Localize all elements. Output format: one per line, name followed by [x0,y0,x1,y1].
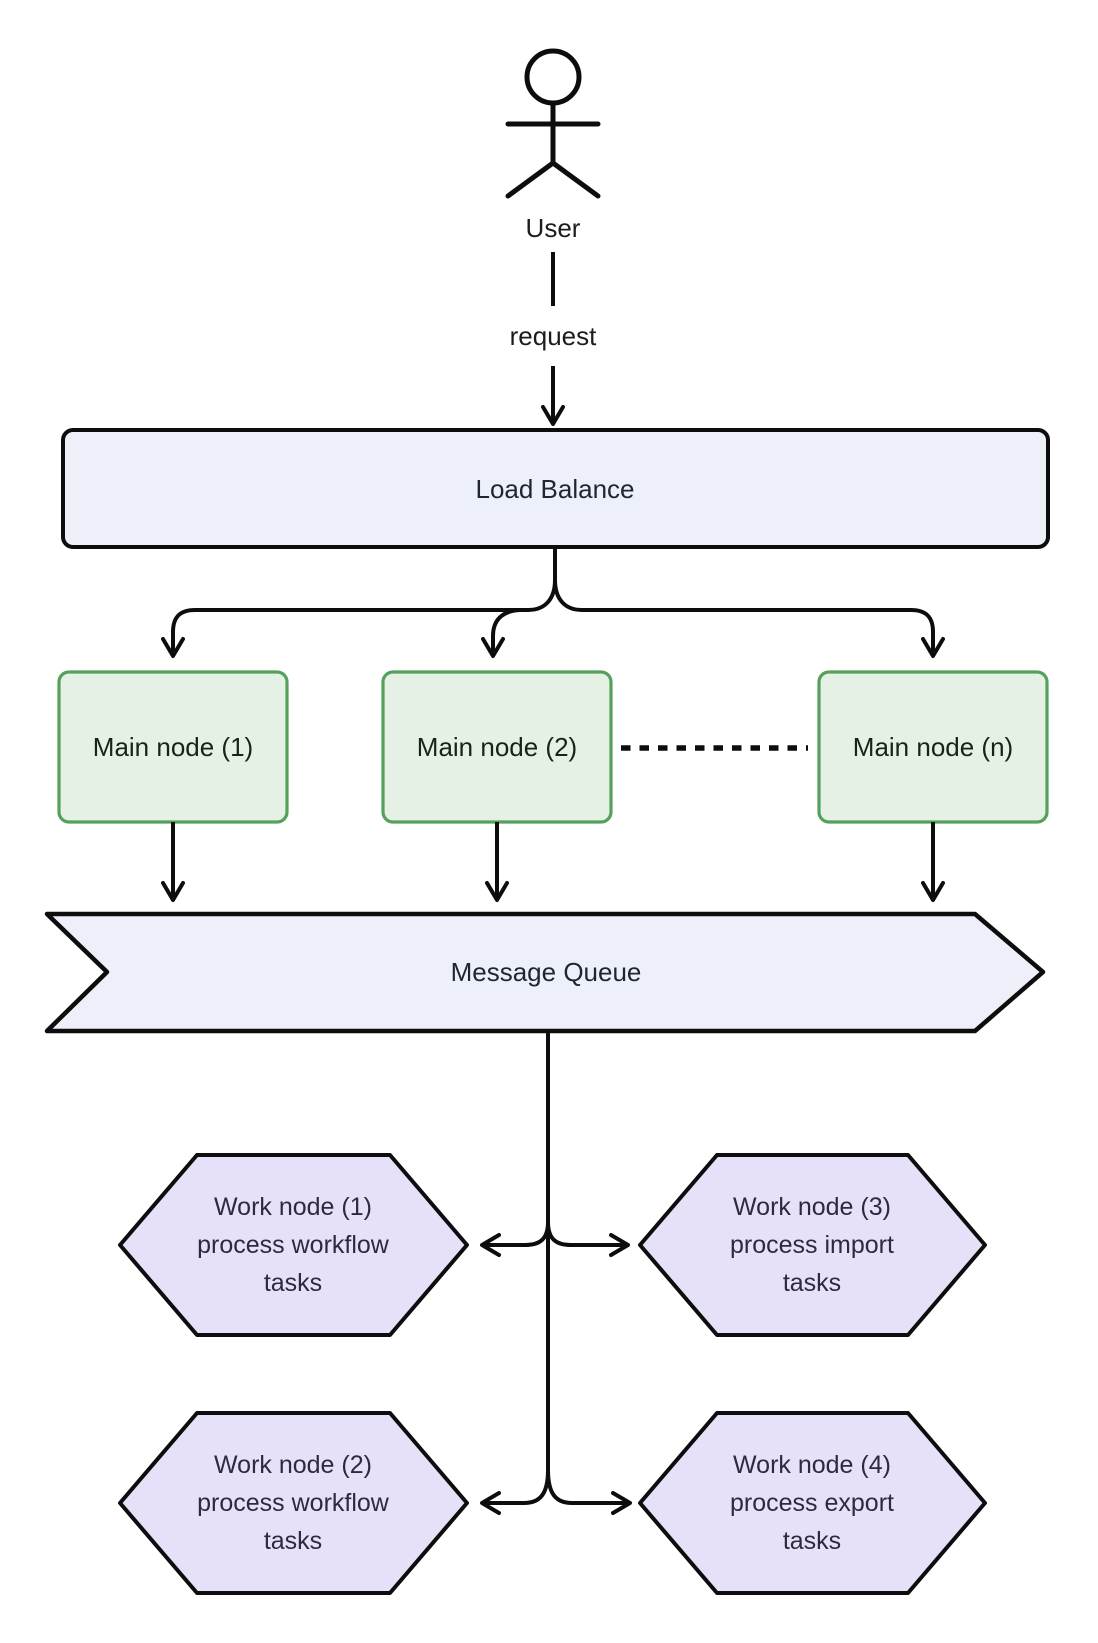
load-balance-label: Load Balance [475,474,634,504]
edge-loadbalance-to-main-nodes [161,547,945,658]
main-node-n-label: Main node (n) [853,732,1013,762]
main-node-1: Main node (1) [57,670,289,824]
work-node-2-label-line2: process workflow [197,1489,390,1517]
message-queue-shape [44,911,1046,1034]
main-node-n: Main node (n) [817,670,1049,824]
work-node-1: Work node (1) process workflow tasks [118,1153,469,1337]
work-node-4-label-line3: tasks [783,1527,841,1555]
work-node-3-label-line2: process import [730,1231,894,1259]
edge-request-label: request [510,321,597,351]
message-queue-node: Message Queue [44,911,1046,1034]
main-node-2-label: Main node (2) [417,732,577,762]
work-node-1-label-line1: Work node (1) [214,1193,372,1221]
user-actor-label: User [526,213,581,243]
work-node-4-label-line1: Work node (4) [733,1451,891,1479]
work-node-3: Work node (3) process import tasks [638,1153,987,1337]
user-actor-icon [505,48,601,199]
message-queue-label: Message Queue [451,957,642,987]
work-node-4-label-line2: process export [730,1489,894,1517]
work-node-1-label-line2: process workflow [197,1231,390,1259]
work-node-3-hexagon [638,1153,987,1337]
work-node-3-label-line3: tasks [783,1269,841,1297]
work-node-4: Work node (4) process export tasks [638,1411,987,1595]
edges-main-nodes-to-queue [161,822,945,902]
work-node-2: Work node (2) process workflow tasks [118,1411,469,1595]
edges-queue-to-work-nodes [480,1031,632,1515]
load-balance-node: Load Balance [61,428,1050,549]
work-node-2-label-line3: tasks [264,1527,322,1555]
work-node-2-hexagon [118,1411,469,1595]
work-node-4-hexagon [638,1411,987,1595]
work-node-1-hexagon [118,1153,469,1337]
work-node-3-label-line1: Work node (3) [733,1193,891,1221]
work-node-2-label-line1: Work node (2) [214,1451,372,1479]
main-node-2: Main node (2) [381,670,613,824]
work-node-1-label-line3: tasks [264,1269,322,1297]
main-node-1-label: Main node (1) [93,732,253,762]
